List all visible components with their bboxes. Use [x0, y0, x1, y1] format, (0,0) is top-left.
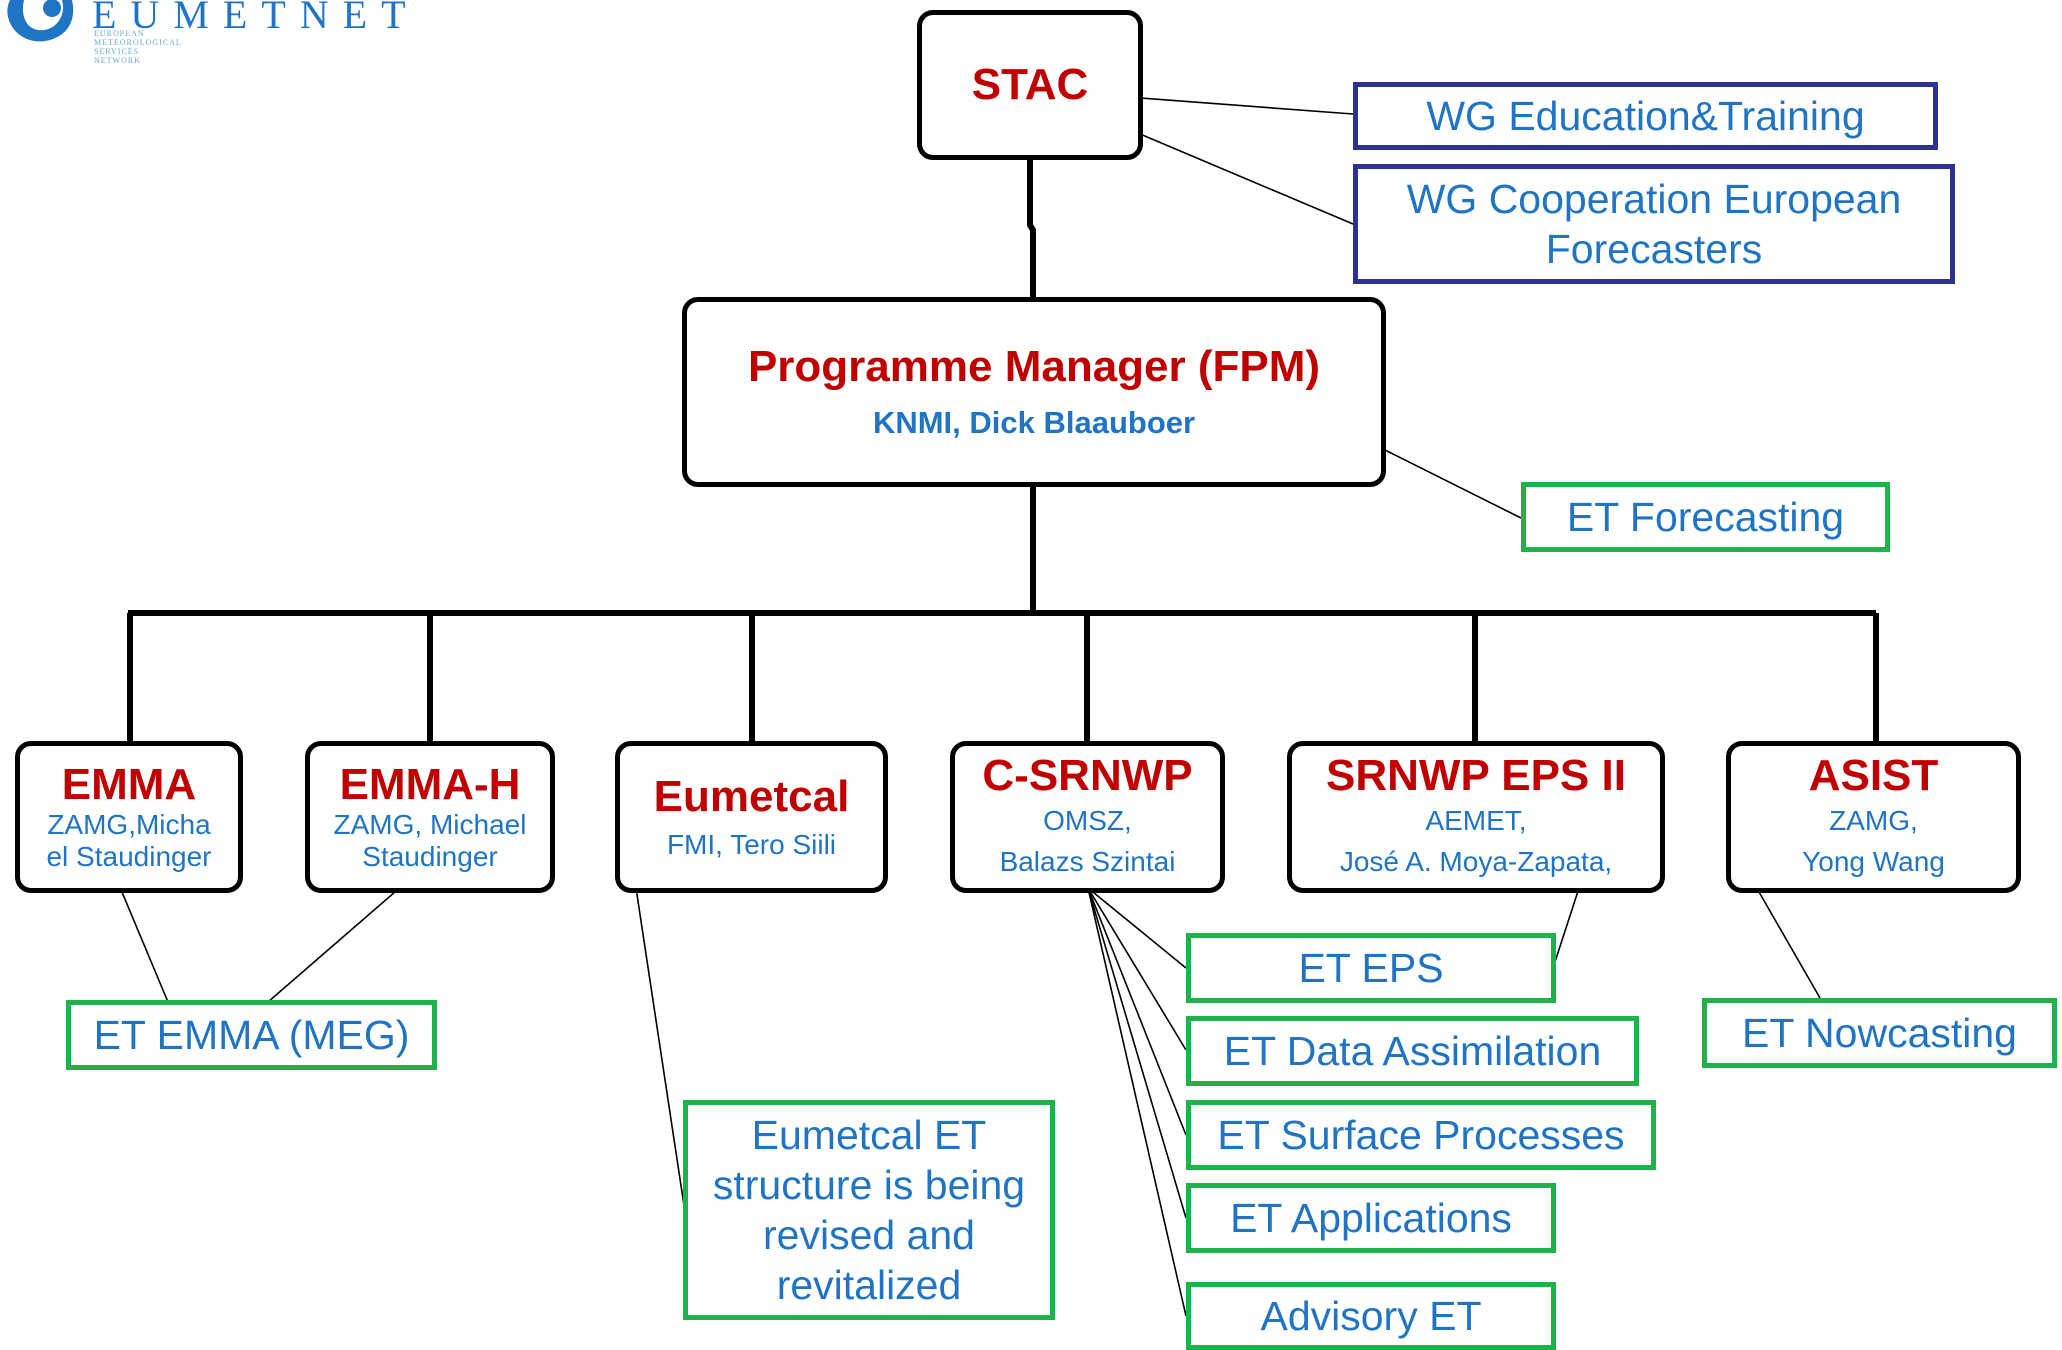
- csrnwp-to-et-da: [1087, 887, 1187, 1051]
- stac-box: STAC: [917, 10, 1143, 160]
- csrnwp-to-et-sp: [1087, 887, 1187, 1136]
- stac-to-wg-education: [1139, 97, 1354, 115]
- et-surface-processes-box: ET Surface Processes: [1186, 1100, 1656, 1170]
- et-emma-box: ET EMMA (MEG): [66, 1000, 437, 1070]
- eumetcal-title: Eumetcal: [653, 772, 850, 821]
- et-eumetcal-box: Eumetcal ET structure is being revised a…: [683, 1100, 1055, 1320]
- et-eps-label: ET EPS: [1298, 945, 1444, 991]
- asist-title: ASIST: [1808, 751, 1939, 800]
- advisory-et-box: Advisory ET: [1186, 1282, 1556, 1350]
- wg-education-label: WG Education&Training: [1426, 93, 1865, 139]
- csrnwp-to-advisory: [1087, 887, 1187, 1317]
- emma-sub-line2: el Staudinger: [46, 841, 212, 872]
- asist-sub-line1: ZAMG,: [1829, 805, 1918, 836]
- et-emma-label: ET EMMA (MEG): [93, 1012, 410, 1058]
- eumetnet-logo: EUMETNET EUROPEAN METEOROLOGICAL SERVICE…: [0, 0, 406, 65]
- fpm-to-et-forecasting: [1384, 449, 1522, 519]
- emma-sub-line1: ZAMG,Micha: [47, 809, 211, 840]
- et-eumetcal-line1: Eumetcal ET: [751, 1112, 987, 1158]
- eumetcal-sub: FMI, Tero Siili: [666, 829, 837, 860]
- logo-wordmark: EUMETNET: [92, 0, 420, 37]
- eumetcal-to-et: [635, 887, 686, 1213]
- stac-title: STAC: [971, 60, 1089, 109]
- et-eumetcal-line3: revised and: [763, 1212, 975, 1258]
- srnwp-eps-title: SRNWP EPS II: [1326, 751, 1626, 800]
- fpm-sub: KNMI, Dick Blaauboer: [872, 405, 1196, 440]
- csrnwp-title: C-SRNWP: [982, 751, 1193, 800]
- srnwp-eps-sub-line2: José A. Moya-Zapata,: [1339, 846, 1613, 877]
- stac-to-fpm-line: [1027, 158, 1036, 298]
- emma-h-sub-line1: ZAMG, Michael: [333, 809, 527, 840]
- et-eumetcal-line4: revitalized: [776, 1262, 962, 1308]
- asist-sub-line2: Yong Wang: [1802, 846, 1945, 877]
- et-eps-box: ET EPS: [1186, 933, 1556, 1003]
- et-applications-box: ET Applications: [1186, 1183, 1556, 1253]
- emmah-to-et-emma: [267, 884, 404, 1003]
- csrnwp-to-et-app: [1087, 887, 1187, 1219]
- et-data-assimilation-box: ET Data Assimilation: [1186, 1016, 1639, 1086]
- csrnwp-sub-line1: OMSZ,: [1043, 805, 1132, 836]
- emma-h-title: EMMA-H: [339, 760, 521, 809]
- logo-swirl-icon: [7, 0, 74, 42]
- csrnwp-box: C-SRNWP OMSZ, Balazs Szintai: [950, 741, 1225, 893]
- et-nowcasting-label: ET Nowcasting: [1742, 1010, 2017, 1056]
- et-forecasting-label: ET Forecasting: [1566, 494, 1845, 540]
- et-eumetcal-line2: structure is being: [712, 1162, 1026, 1208]
- stac-to-wg-cooperation: [1139, 133, 1354, 225]
- et-applications-label: ET Applications: [1230, 1195, 1512, 1241]
- advisory-et-label: Advisory ET: [1260, 1293, 1482, 1339]
- csrnwp-sub-line2: Balazs Szintai: [999, 846, 1176, 877]
- csrnwp-to-et-eps: [1087, 887, 1187, 969]
- emma-h-box: EMMA-H ZAMG, Michael Staudinger: [305, 741, 555, 893]
- emma-title: EMMA: [61, 760, 197, 809]
- fpm-box: Programme Manager (FPM) KNMI, Dick Blaau…: [682, 297, 1386, 487]
- fpm-title: Programme Manager (FPM): [747, 342, 1321, 391]
- et-data-assimilation-label: ET Data Assimilation: [1223, 1028, 1602, 1074]
- emma-h-sub-line2: Staudinger: [362, 841, 498, 872]
- srnwp-eps-to-et-eps: [1552, 884, 1581, 969]
- logo-tagline: EUROPEAN METEOROLOGICAL SERVICES NETWORK: [94, 29, 182, 65]
- asist-to-et-nowcasting: [1754, 884, 1821, 999]
- srnwp-eps-sub-line1: AEMET,: [1425, 805, 1527, 836]
- asist-box: ASIST ZAMG, Yong Wang: [1726, 741, 2021, 893]
- emma-to-et-emma: [118, 884, 169, 1003]
- wg-cooperation-label-line2: Forecasters: [1545, 226, 1763, 272]
- wg-cooperation-box: WG Cooperation European Forecasters: [1353, 164, 1955, 284]
- wg-education-box: WG Education&Training: [1353, 82, 1938, 150]
- emma-box: EMMA ZAMG,Micha el Staudinger: [15, 741, 243, 893]
- et-nowcasting-box: ET Nowcasting: [1702, 998, 2057, 1068]
- wg-cooperation-label-line1: WG Cooperation European: [1406, 176, 1902, 222]
- et-surface-processes-label: ET Surface Processes: [1217, 1112, 1625, 1158]
- srnwp-eps-box: SRNWP EPS II AEMET, José A. Moya-Zapata,: [1287, 741, 1665, 893]
- et-forecasting-box: ET Forecasting: [1521, 482, 1890, 552]
- eumetcal-box: Eumetcal FMI, Tero Siili: [615, 741, 888, 893]
